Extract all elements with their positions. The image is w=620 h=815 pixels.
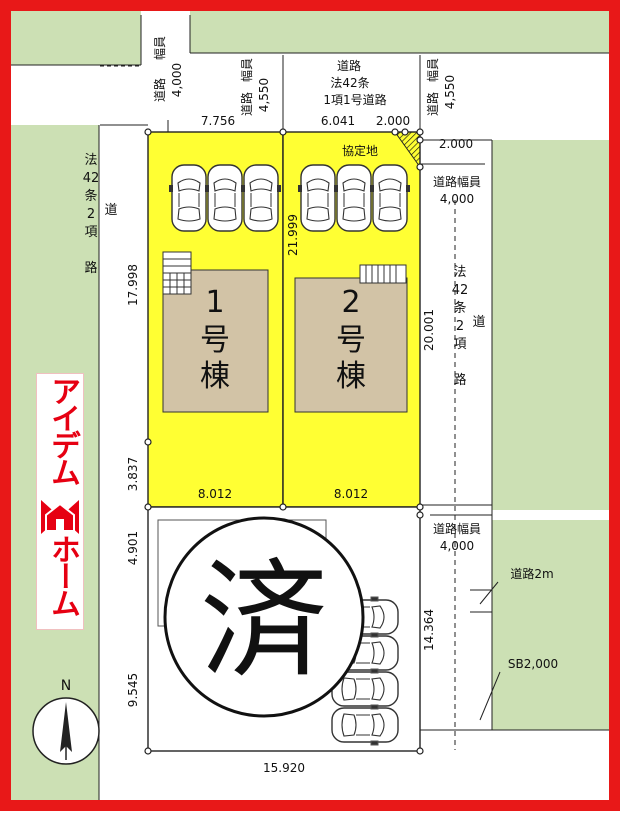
svg-text:4,000: 4,000	[440, 192, 474, 206]
svg-text:2: 2	[456, 319, 464, 334]
logo-text-top: アイデム	[45, 376, 80, 484]
lot-2-label: 2 号 棟	[336, 285, 366, 394]
lot-1-label: 1 号 棟	[200, 285, 230, 394]
sb-label: SB2,000	[508, 657, 558, 671]
svg-text:路: 路	[453, 372, 466, 388]
sold-mark: 済	[200, 547, 328, 696]
dim-7756: 7.756	[201, 114, 235, 128]
road-right-label: 法 42 条 2 項 道 路	[452, 265, 486, 388]
aidem-home-logo: アイデム ホーム	[36, 373, 84, 630]
svg-text:道路幅員: 道路幅員	[433, 521, 481, 536]
svg-text:棟: 棟	[200, 359, 230, 394]
dim-8012-lot1: 8.012	[198, 487, 232, 501]
svg-text:4,000: 4,000	[440, 539, 474, 553]
road-left-label: 法 42 条 2 項 道 路	[83, 153, 118, 276]
svg-text:道: 道	[472, 315, 485, 330]
car-icon	[168, 164, 210, 232]
logo-house-icon	[41, 500, 79, 534]
svg-text:幅員: 幅員	[239, 58, 254, 82]
car-icon	[204, 164, 246, 232]
kyoteichi-label: 協定地	[342, 143, 378, 158]
sold-circle	[163, 516, 365, 718]
dim-21999: 21.999	[286, 214, 300, 256]
car-icon	[369, 164, 411, 232]
dim-6041: 6.041	[321, 114, 355, 128]
road-2m-label: 道路2m	[510, 566, 553, 581]
north-label: N	[61, 678, 71, 694]
svg-text:1: 1	[205, 285, 224, 320]
logo-text-bottom: ホーム	[45, 534, 80, 615]
svg-text:幅員: 幅員	[425, 58, 440, 82]
road-top-left: 道路 幅員 4,000	[152, 36, 184, 102]
svg-text:道路: 道路	[425, 92, 440, 116]
svg-text:項: 項	[453, 337, 466, 352]
dim-17998: 17.998	[126, 264, 140, 306]
road-right-lower-width: 道路幅員 4,000	[433, 521, 481, 553]
svg-text:幅員: 幅員	[152, 36, 167, 60]
building-2	[294, 277, 408, 413]
svg-text:2: 2	[87, 207, 95, 222]
parking-lot-2	[297, 164, 411, 232]
svg-text:法: 法	[84, 153, 97, 168]
stairs-1	[162, 251, 192, 295]
dim-14364: 14.364	[422, 609, 436, 651]
road-right-upper-width: 道路幅員 4,000	[433, 174, 481, 206]
dim-20001: 20.001	[422, 309, 436, 351]
sb-leader	[479, 671, 501, 721]
dim-8012-lot2: 8.012	[334, 487, 368, 501]
dim-2000-right: 2.000	[439, 137, 473, 151]
north-arrow-icon: N	[32, 678, 100, 765]
svg-text:号: 号	[200, 323, 230, 358]
dim-2000-top: 2.000	[376, 114, 410, 128]
dimension-labels: 7.756 6.041 2.000 2.000 8.012 8.012 15.9…	[126, 114, 473, 775]
svg-text:項: 項	[84, 225, 97, 240]
dim-4901: 4.901	[126, 531, 140, 565]
car-icon	[331, 704, 399, 746]
dim-3837: 3.837	[126, 457, 140, 491]
road-top-center: 道路 法42条 1項1号道路	[323, 58, 386, 107]
dim-15920: 15.920	[263, 761, 305, 775]
svg-text:道路: 道路	[152, 78, 167, 102]
dim-9545: 9.545	[126, 673, 140, 707]
svg-text:法: 法	[453, 265, 466, 280]
svg-text:法42条: 法42条	[330, 76, 369, 90]
svg-text:42: 42	[83, 171, 100, 186]
svg-text:道: 道	[104, 203, 117, 218]
stairs-2	[359, 264, 407, 284]
road-lines	[11, 15, 609, 800]
svg-text:42: 42	[452, 283, 469, 298]
road-top-right: 道路 幅員 4,550	[425, 58, 457, 116]
svg-text:条: 条	[84, 188, 97, 204]
car-icon	[240, 164, 282, 232]
svg-text:4,000: 4,000	[170, 63, 184, 97]
car-icon	[333, 164, 375, 232]
svg-text:号: 号	[336, 323, 366, 358]
road-top-mid: 道路 幅員 4,550	[239, 58, 271, 116]
car-icon	[297, 164, 339, 232]
svg-text:道路: 道路	[239, 92, 254, 116]
corner-points	[144, 128, 424, 755]
svg-text:条: 条	[453, 300, 466, 316]
svg-text:2: 2	[341, 285, 360, 320]
svg-text:1項1号道路: 1項1号道路	[323, 92, 386, 107]
svg-text:4,550: 4,550	[443, 75, 457, 109]
svg-text:棟: 棟	[336, 359, 366, 394]
parking-lot-1	[168, 164, 282, 232]
svg-text:道路: 道路	[337, 58, 361, 73]
svg-text:4,550: 4,550	[257, 78, 271, 112]
svg-text:道路幅員: 道路幅員	[433, 174, 481, 189]
svg-text:路: 路	[84, 260, 97, 276]
road-2m-leader	[479, 581, 499, 605]
